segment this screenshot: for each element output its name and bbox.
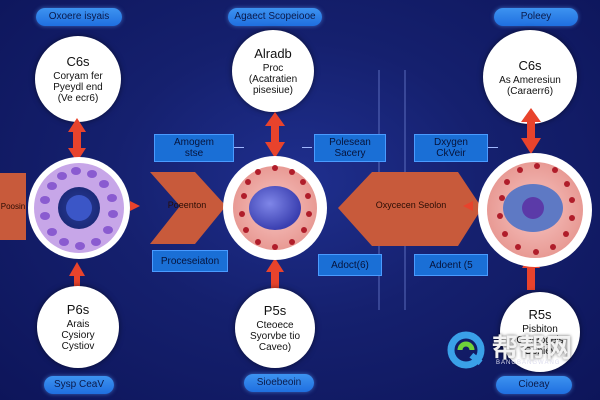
label-line: Adoent (5 [429,259,473,271]
pointer-arrow [130,201,140,211]
bubble-line: As Ameresiun [499,74,561,86]
tag-top-right: Poleey [494,8,578,26]
cell-granules [40,167,118,250]
label-line: Dxygen [434,137,468,148]
bubble-line: (Ve ecr6) [57,93,99,104]
bubble-line: Cteoece [256,320,294,331]
tag-bottom-right: Cioeay [496,376,572,394]
bubble-top-right: C6s As Ameresiun (Caraerr6) [483,30,577,124]
hex-arrow-left [150,172,226,244]
bubble-line: Coryam fer [53,71,103,82]
bubble-line: Proc [262,63,284,74]
left-edge-label: Poosin [0,202,26,211]
tag-top-left: Oxoere isyais [36,8,122,26]
hex-left-label: Poeenton [167,200,207,210]
logo-text: 帮帮网 [492,334,574,364]
tag-top-center: Agaect Scopeiooe [228,8,322,26]
bubble-line: Caveo) [258,342,292,353]
label-line: Sacery [334,148,366,159]
hex-right-label: Oxycecen Seolon [375,200,447,210]
label-line: CkVeir [436,148,466,159]
bubble-heading: R5s [528,307,552,322]
label-line: Adoct(6) [331,259,369,271]
bubble-heading: P5s [263,303,287,318]
bubble-line: Arais [66,319,90,330]
tag-bottom-left: Sysp CeaV [44,376,114,394]
left-edge-block [0,173,26,240]
bubble-top-center: Alradb Proc (Acatratien pisesiue) [232,30,314,112]
tag-bottom-center: Sioebeoin [244,374,314,392]
bubble-heading: P6s [66,302,90,317]
dash-connector [488,147,498,148]
bubble-line: Pyeydl end [53,82,103,93]
arrow-bottom-left [69,262,85,290]
bubble-bottom-center: P5s Cteoece Syorvbe tio Caveo) [235,288,315,368]
bubble-line: Cysiory [61,330,95,341]
bubble-line: Cystiov [61,341,95,352]
bubble-line: Syorvbe tio [249,331,301,342]
bubble-heading: C6s [66,54,90,69]
hex-arrow-right [338,172,482,246]
bubble-line: Pisbiton [522,324,558,335]
logo-subtext: BANGBANGWANG [496,360,561,366]
label-procesation: Proceseiaton [152,250,228,272]
bubble-bottom-left: P6s Arais Cysiory Cystiov [37,286,119,368]
label-polesan: Polesean Sacery [314,134,386,162]
logo-watermark: 帮帮网 BANGBANGWANG [446,330,586,374]
arrow-top-right [521,108,541,154]
logo-mark-icon [447,331,485,369]
bubble-heading: C6s [518,57,542,73]
label-line: stse [184,148,204,159]
arrow-top-left [68,118,86,162]
cell-dots [239,163,575,255]
bubble-line: Goniey [524,346,556,357]
label-line: Proceseiaton [160,255,220,267]
label-amogem: Amogem stse [154,134,234,162]
dash-connector [302,147,312,148]
arrow-bottom-center [266,258,284,292]
bubble-line: pisesiue) [252,85,294,96]
label-adoct: Adoct(6) [318,254,382,276]
bubble-line: Caveogeis [516,335,564,346]
dash-connector [234,147,244,148]
label-line: Amogem [173,137,214,148]
bubble-heading: Alradb [254,46,292,61]
arrow-top-center [265,112,285,158]
bubble-line: (Acatratien [248,74,298,85]
bubble-line: (Caraerr6) [506,85,554,97]
bubble-top-left: C6s Coryam fer Pyeydl end (Ve ecr6) [35,36,121,122]
pointer-arrow [463,201,473,211]
label-oxygen: Dxygen CkVeir [414,134,488,162]
label-line: Polesean [329,137,371,148]
bubble-bottom-right: R5s Pisbiton Caveogeis Goniey [500,292,580,372]
label-adoent: Adoent (5 [414,254,488,276]
